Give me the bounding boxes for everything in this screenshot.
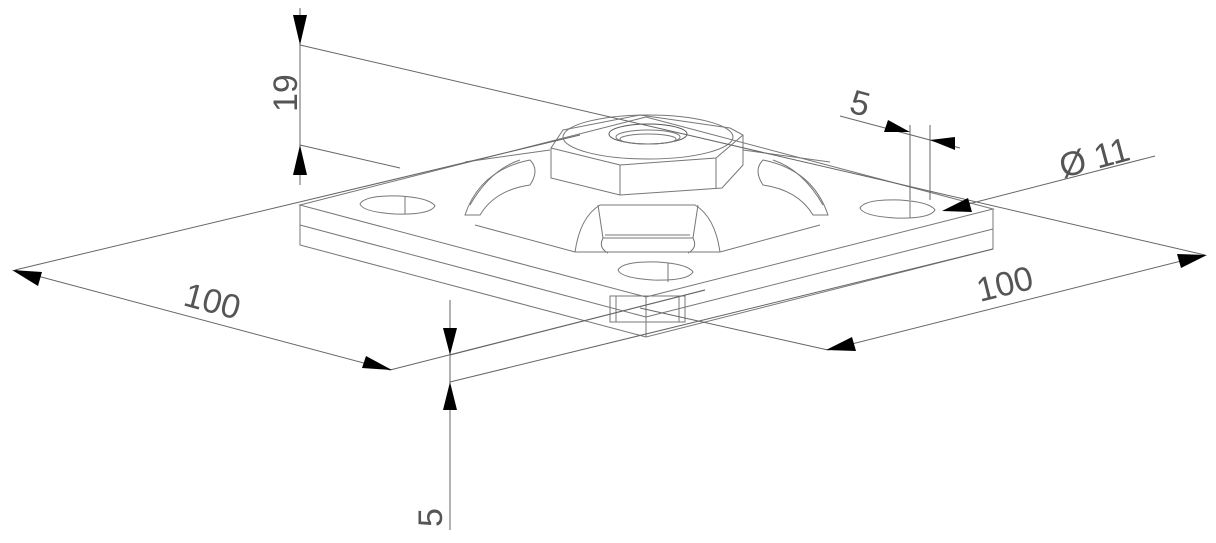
hex-nut bbox=[550, 114, 744, 196]
hole-diameter-label: Ø 11 bbox=[1055, 131, 1134, 186]
embossed-base bbox=[464, 149, 831, 254]
nut-height-label: 19 bbox=[267, 74, 305, 112]
dimension-slot-width: 5 bbox=[839, 83, 961, 200]
length-right-label: 100 bbox=[973, 259, 1037, 310]
slot-width-label: 5 bbox=[846, 83, 874, 125]
dimension-nut-height: 19 bbox=[267, 8, 1206, 256]
dimension-length-right: 100 bbox=[639, 254, 1207, 351]
length-left-label: 100 bbox=[180, 276, 245, 327]
mounting-slots bbox=[359, 195, 936, 282]
dimension-hole-diameter: Ø 11 bbox=[942, 131, 1156, 212]
dimension-plate-thickness: 5 bbox=[412, 248, 994, 530]
plate-thickness-label: 5 bbox=[412, 508, 450, 527]
base-plate bbox=[298, 116, 995, 338]
plate-boss bbox=[609, 295, 686, 323]
